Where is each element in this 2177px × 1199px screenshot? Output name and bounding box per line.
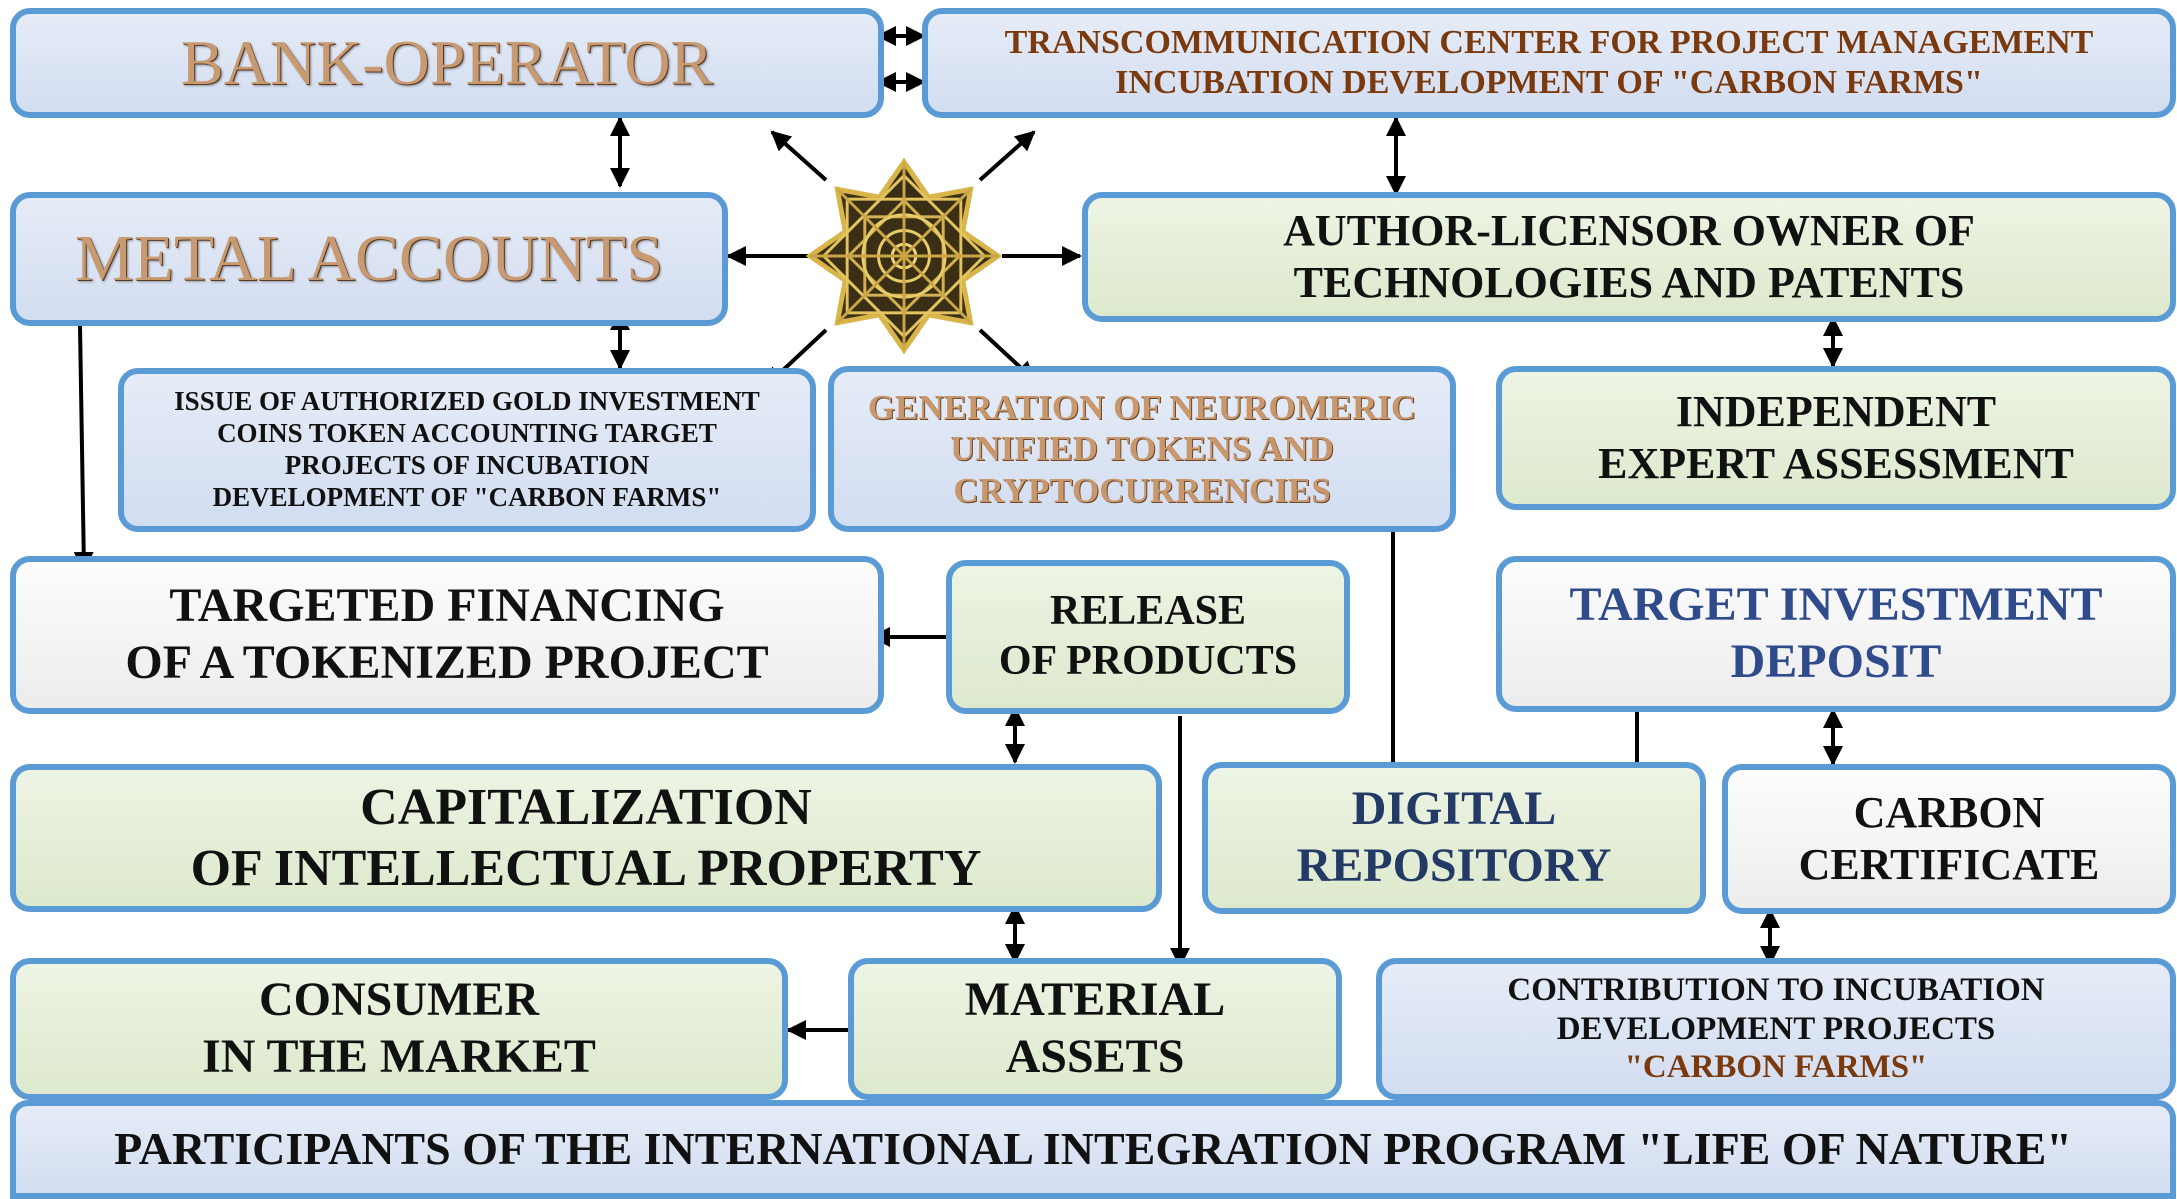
target-investment-deposit-box: TARGET INVESTMENT DEPOSIT [1496,556,2176,712]
bank-operator-box: BANK-OPERATOR [10,8,884,118]
issue-gold-coins-line-3: PROJECTS OF INCUBATION [284,450,650,480]
digital-repository-line-1: DIGITAL [1351,782,1557,836]
independent-expert-box: INDEPENDENT EXPERT ASSESSMENT [1496,366,2176,510]
gold-eight-point-star-mandala-icon [806,158,1002,354]
independent-expert-line-2: EXPERT ASSESSMENT [1598,439,2074,488]
arrow-metal-financing [73,325,94,572]
target-investment-deposit-line-2: DEPOSIT [1730,635,1942,688]
contribution-line-2: DEVELOPMENT PROJECTS [1556,1010,1996,1047]
consumer-market-box: CONSUMER IN THE MARKET [10,958,788,1100]
generation-tokens-line-3: CRYPTOCURRENCIES [953,470,1331,510]
participants-box: PARTICIPANTS OF THE INTERNATIONAL INTEGR… [10,1100,2176,1199]
capitalization-line-1: CAPITALIZATION [360,778,812,836]
generation-tokens-box: GENERATION OF NEUROMERIC UNIFIED TOKENS … [828,366,1456,532]
targeted-financing-line-1: TARGETED FINANCING [169,579,725,633]
material-assets-box: MATERIAL ASSETS [848,958,1342,1100]
issue-gold-coins-line-4: DEVELOPMENT OF "CARBON FARMS" [212,481,722,512]
digital-repository-line-2: REPOSITORY [1296,839,1612,892]
consumer-market-line-1: CONSUMER [258,973,539,1027]
transcommunication-center-line-1: TRANSCOMMUNICATION CENTER FOR PROJECT MA… [1004,23,2094,61]
author-licensor-line-2: TECHNOLOGIES AND PATENTS [1293,258,1965,307]
contribution-line-1: CONTRIBUTION TO INCUBATION [1507,971,2045,1008]
capitalization-line-2: OF INTELLECTUAL PROPERTY [190,840,982,897]
carbon-certificate-box: CARBON CERTIFICATE [1722,764,2176,914]
participants-label: PARTICIPANTS OF THE INTERNATIONAL INTEGR… [114,1123,2072,1175]
release-products-box: RELEASE OF PRODUCTS [946,560,1350,714]
target-investment-deposit-line-1: TARGET INVESTMENT [1569,578,2103,632]
consumer-market-line-2: IN THE MARKET [202,1030,596,1083]
bank-operator-label: BANK-OPERATOR [180,27,714,99]
issue-gold-coins-line-1: ISSUE OF AUTHORIZED GOLD INVESTMENT [174,386,760,417]
metal-accounts-box: METAL ACCOUNTS [10,192,728,326]
targeted-financing-line-2: OF A TOKENIZED PROJECT [125,636,769,689]
transcommunication-center-box: TRANSCOMMUNICATION CENTER FOR PROJECT MA… [922,8,2176,118]
material-assets-line-1: MATERIAL [964,973,1226,1027]
carbon-certificate-line-2: CERTIFICATE [1798,840,2100,889]
material-assets-line-2: ASSETS [1005,1030,1185,1083]
targeted-financing-box: TARGETED FINANCING OF A TOKENIZED PROJEC… [10,556,884,714]
author-licensor-box: AUTHOR-LICENSOR OWNER OF TECHNOLOGIES AN… [1082,192,2176,322]
issue-gold-coins-box: ISSUE OF AUTHORIZED GOLD INVESTMENT COIN… [118,368,816,532]
arrow-emblem-nw [770,130,828,182]
generation-tokens-line-1: GENERATION OF NEUROMERIC [867,388,1417,428]
contribution-line-3: "CARBON FARMS" [1624,1049,1928,1086]
digital-repository-box: DIGITAL REPOSITORY [1202,762,1706,914]
release-products-line-2: OF PRODUCTS [998,638,1298,684]
contribution-box: CONTRIBUTION TO INCUBATION DEVELOPMENT P… [1376,958,2176,1100]
metal-accounts-label: METAL ACCOUNTS [74,222,664,296]
transcommunication-center-line-2: INCUBATION DEVELOPMENT OF "CARBON FARMS" [1115,64,1983,101]
capitalization-box: CAPITALIZATION OF INTELLECTUAL PROPERTY [10,764,1162,912]
arrow-emblem-ne [978,130,1036,182]
release-products-line-1: RELEASE [1049,588,1247,635]
carbon-certificate-line-1: CARBON [1853,788,2045,838]
generation-tokens-line-2: UNIFIED TOKENS AND [950,429,1334,469]
issue-gold-coins-line-2: COINS TOKEN ACCOUNTING TARGET [217,418,717,449]
author-licensor-line-1: AUTHOR-LICENSOR OWNER OF [1283,206,1975,256]
independent-expert-line-1: INDEPENDENT [1675,387,1997,437]
